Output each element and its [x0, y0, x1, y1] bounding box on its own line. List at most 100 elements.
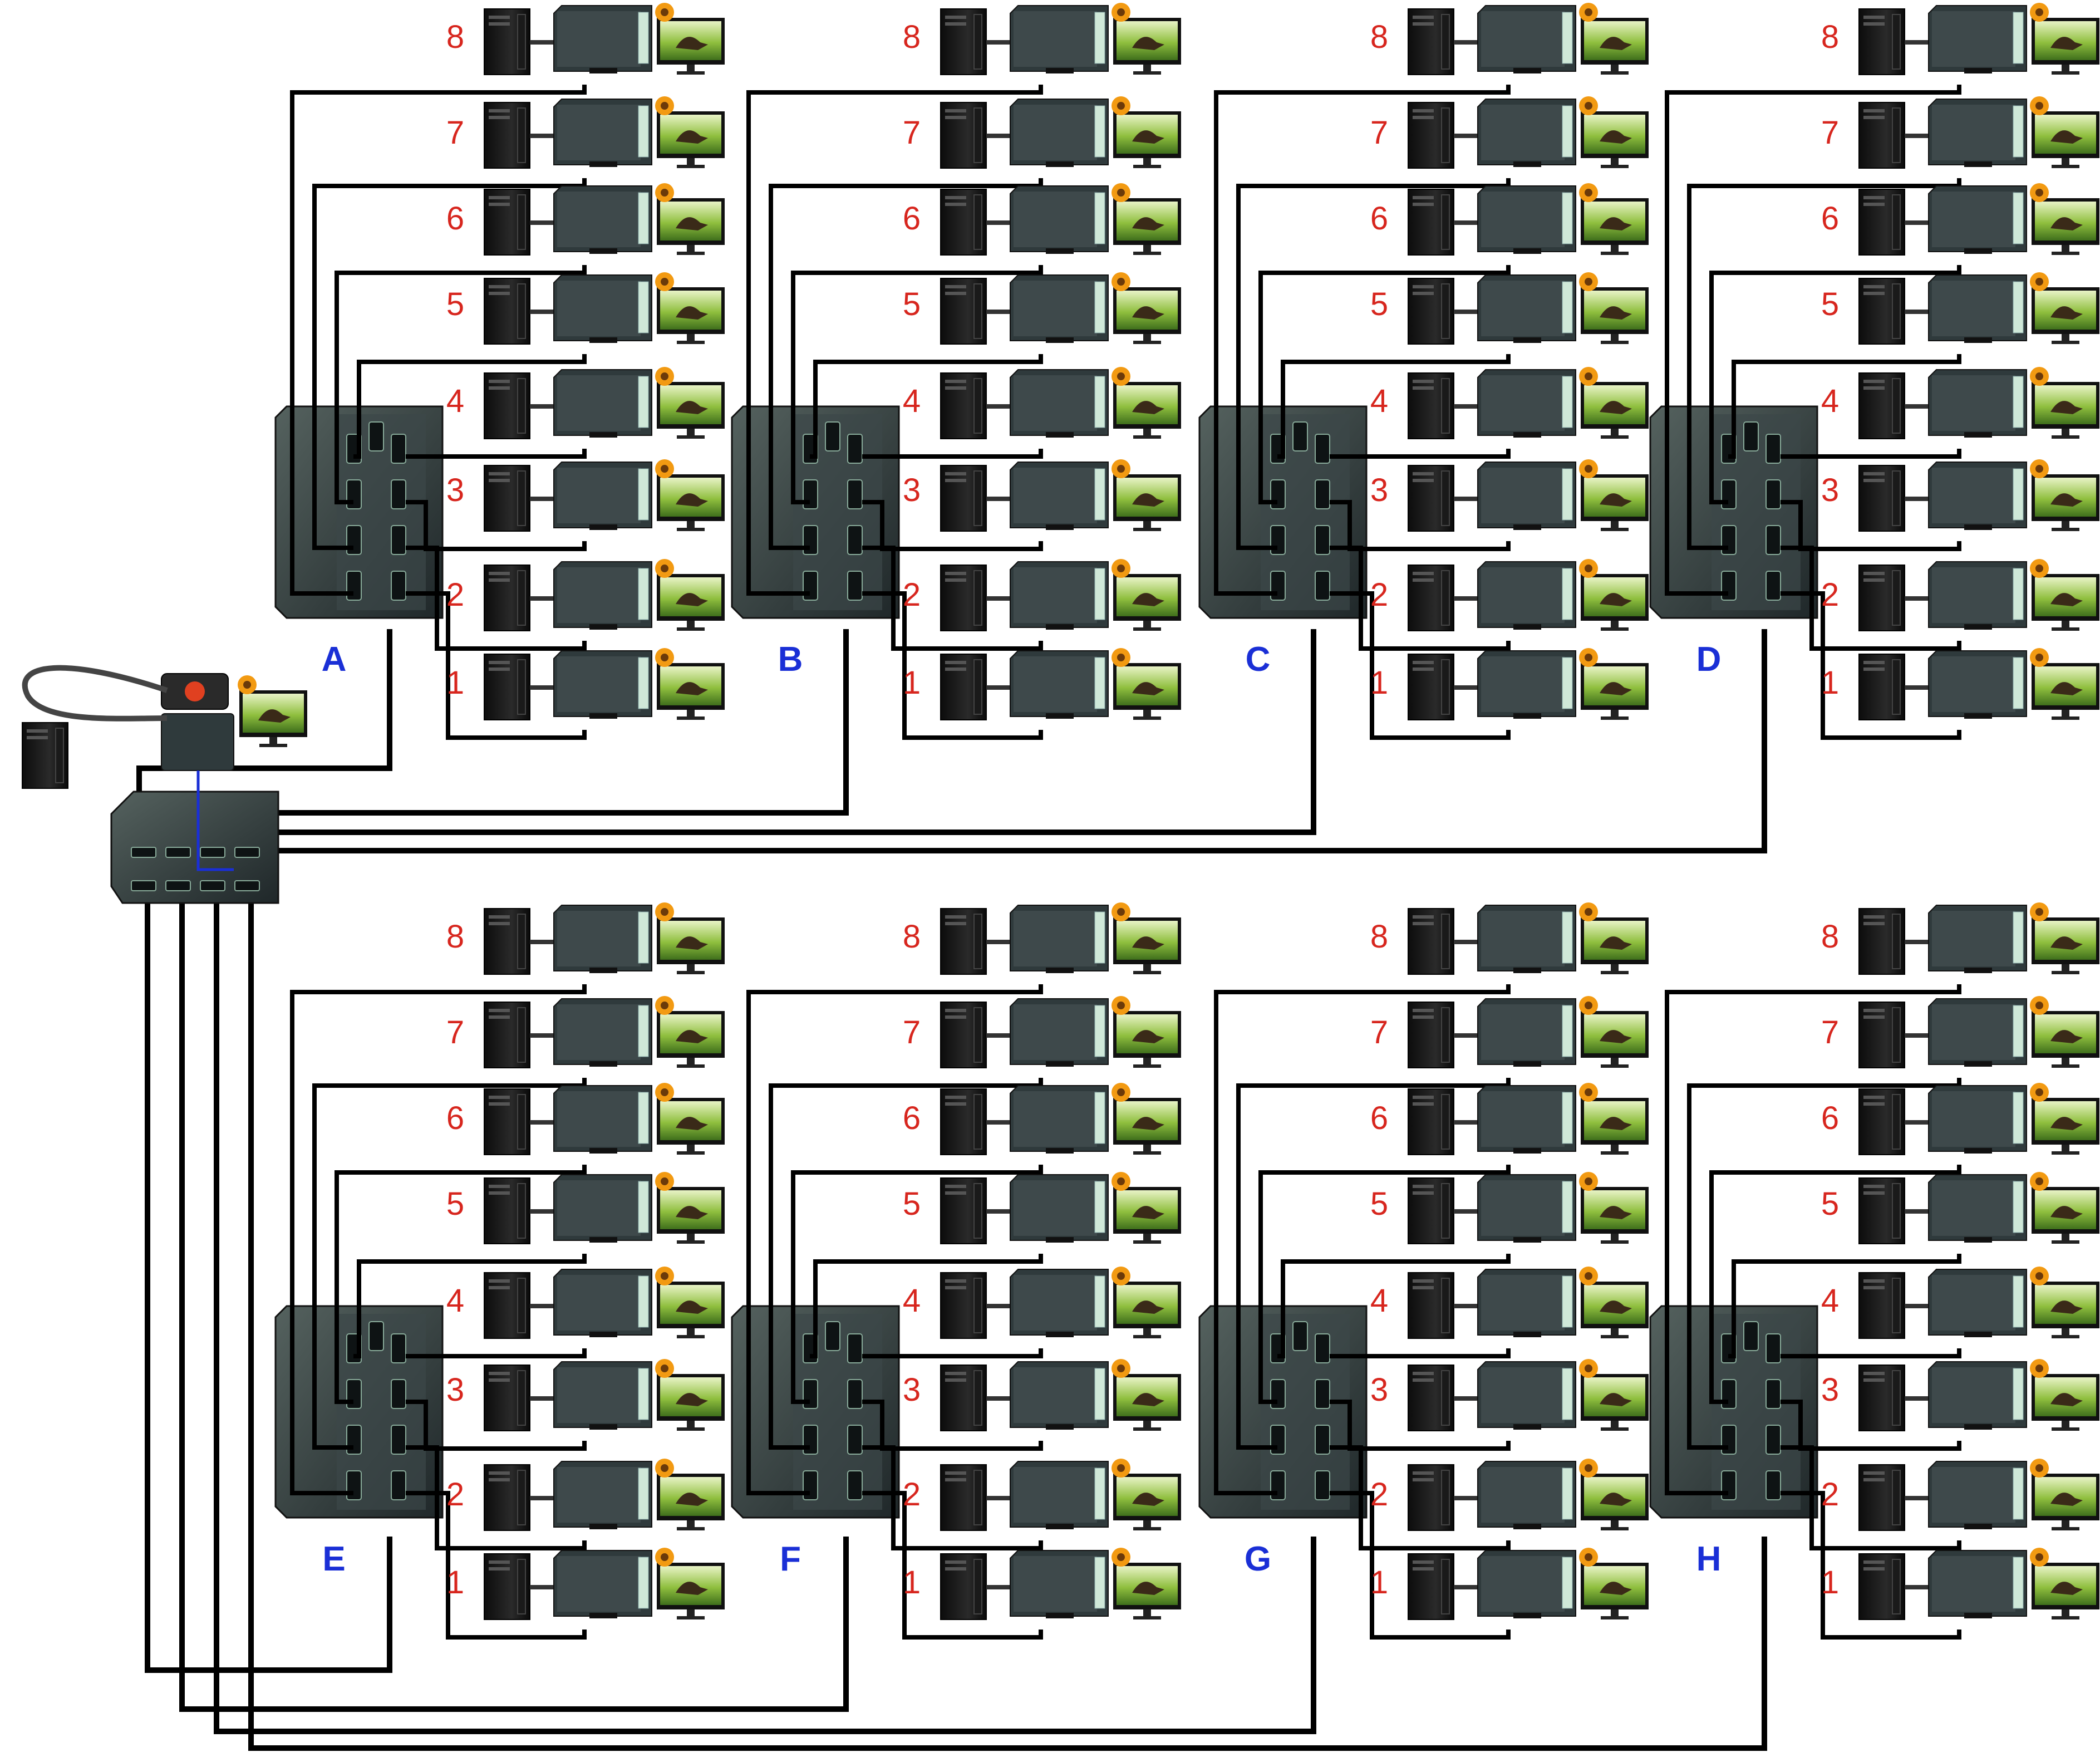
bird-shape [2050, 593, 2083, 606]
drive-bay [945, 22, 966, 26]
monitor-neck [1143, 964, 1151, 971]
extender-port [1964, 432, 1992, 438]
cable [335, 265, 587, 504]
desktop-tower-icon [1408, 465, 1454, 532]
flower-center [2035, 278, 2043, 286]
uplink-port [1743, 1321, 1759, 1351]
extender-sticker [638, 911, 649, 964]
monitor-neck [687, 1234, 695, 1240]
port-row: 2 [903, 1459, 1181, 1531]
lcd-monitor-icon [1579, 1459, 1649, 1530]
hdmi-port [391, 525, 406, 555]
lcd-monitor-icon [1579, 1083, 1649, 1155]
extender-sticker [2013, 1005, 2024, 1057]
group-label-b: B [778, 640, 803, 679]
monitor-base [1133, 252, 1161, 255]
drive-bay [1863, 1009, 1885, 1012]
lcd-monitor-icon [1579, 459, 1649, 531]
flower-center [1585, 1177, 1592, 1185]
side-panel [1892, 378, 1901, 434]
drive-bay [945, 203, 966, 206]
extender-face [1481, 375, 1565, 431]
drive-bay [1863, 1471, 1885, 1475]
extender-port [589, 1061, 617, 1067]
lcd-monitor-icon [655, 459, 725, 531]
desktop-tower-icon [940, 1002, 987, 1068]
bird-shape [1132, 306, 1164, 320]
port-row: 7 [1370, 996, 1649, 1068]
drive-bay [1413, 472, 1434, 475]
monitor-base [1601, 627, 1629, 631]
desktop-tower-icon [1408, 278, 1454, 345]
cable [353, 354, 587, 459]
kvm-extender-icon [553, 274, 652, 343]
extender-port [1964, 248, 1992, 254]
monitor-base [1133, 71, 1161, 75]
kvm-extender-icon [553, 561, 652, 630]
desktop-tower-icon [940, 1177, 987, 1244]
lcd-monitor-icon [2030, 1083, 2099, 1155]
lcd-monitor-icon [1112, 1548, 1181, 1619]
extender-face [1932, 1004, 2015, 1060]
side-panel [1441, 1183, 1450, 1239]
monitor-base [677, 1527, 705, 1530]
extender-port [1964, 1237, 1992, 1243]
bird-shape [1600, 306, 1632, 320]
power-cord [22, 665, 168, 722]
desktop-tower-icon [1408, 1272, 1454, 1339]
extender-face [1481, 1556, 1565, 1612]
side-panel [1441, 914, 1450, 969]
port-number-2: 2 [1370, 1476, 1388, 1513]
drive-bay [489, 285, 510, 288]
bird-shape [2050, 306, 2083, 320]
bird-shape [2050, 1582, 2083, 1595]
desktop-tower-icon [484, 465, 530, 532]
bird-shape [1132, 493, 1164, 507]
hdmi-port [391, 1379, 406, 1409]
extender-port [1964, 161, 1992, 167]
lcd-monitor-icon [655, 1548, 725, 1619]
lcd-monitor-icon [1112, 367, 1181, 439]
cable [290, 984, 587, 1495]
cable [1258, 265, 1511, 504]
cable [1709, 1165, 1961, 1404]
monitor-base [2052, 1335, 2079, 1338]
monitor-neck [1143, 1234, 1151, 1240]
desktop-tower-icon [484, 1553, 530, 1620]
desktop-tower-icon [940, 372, 987, 439]
monitor-base [677, 1427, 705, 1431]
bird-shape [1132, 1493, 1164, 1506]
port-row: 6 [1370, 1083, 1649, 1155]
monitor-neck [1611, 65, 1619, 71]
monitor-neck [2062, 1058, 2069, 1064]
kvm-extender-icon [1010, 1550, 1109, 1618]
kvm-extender-icon [1477, 185, 1576, 254]
flower-center [1117, 908, 1125, 916]
lcd-monitor-icon [2030, 1267, 2099, 1338]
monitor-neck [1611, 334, 1619, 341]
master-port-bottom [234, 880, 260, 891]
extender-port [1513, 968, 1541, 973]
monitor-base [1133, 1616, 1161, 1619]
cable [1330, 591, 1511, 740]
flower-center [2035, 1365, 2043, 1372]
port-row: 3 [1370, 1359, 1649, 1431]
port-number-1: 1 [1821, 1564, 1839, 1601]
bird-shape [676, 1493, 708, 1506]
extender-port [1964, 713, 1992, 719]
bird-shape [676, 217, 708, 230]
side-panel [1892, 1470, 1901, 1525]
extender-sticker [638, 1005, 649, 1057]
cable [1687, 178, 1961, 550]
monitor-base [1133, 165, 1161, 168]
port-number-3: 3 [1821, 1372, 1839, 1408]
extender-sticker [2013, 468, 2024, 521]
port-number-2: 2 [1370, 577, 1388, 613]
extender-port [589, 1332, 617, 1337]
port-number-3: 3 [903, 1372, 921, 1408]
drive-bay [1863, 1478, 1885, 1481]
flower-center [1117, 1553, 1125, 1561]
extender-face [557, 1180, 641, 1236]
drive-bay [945, 16, 966, 19]
